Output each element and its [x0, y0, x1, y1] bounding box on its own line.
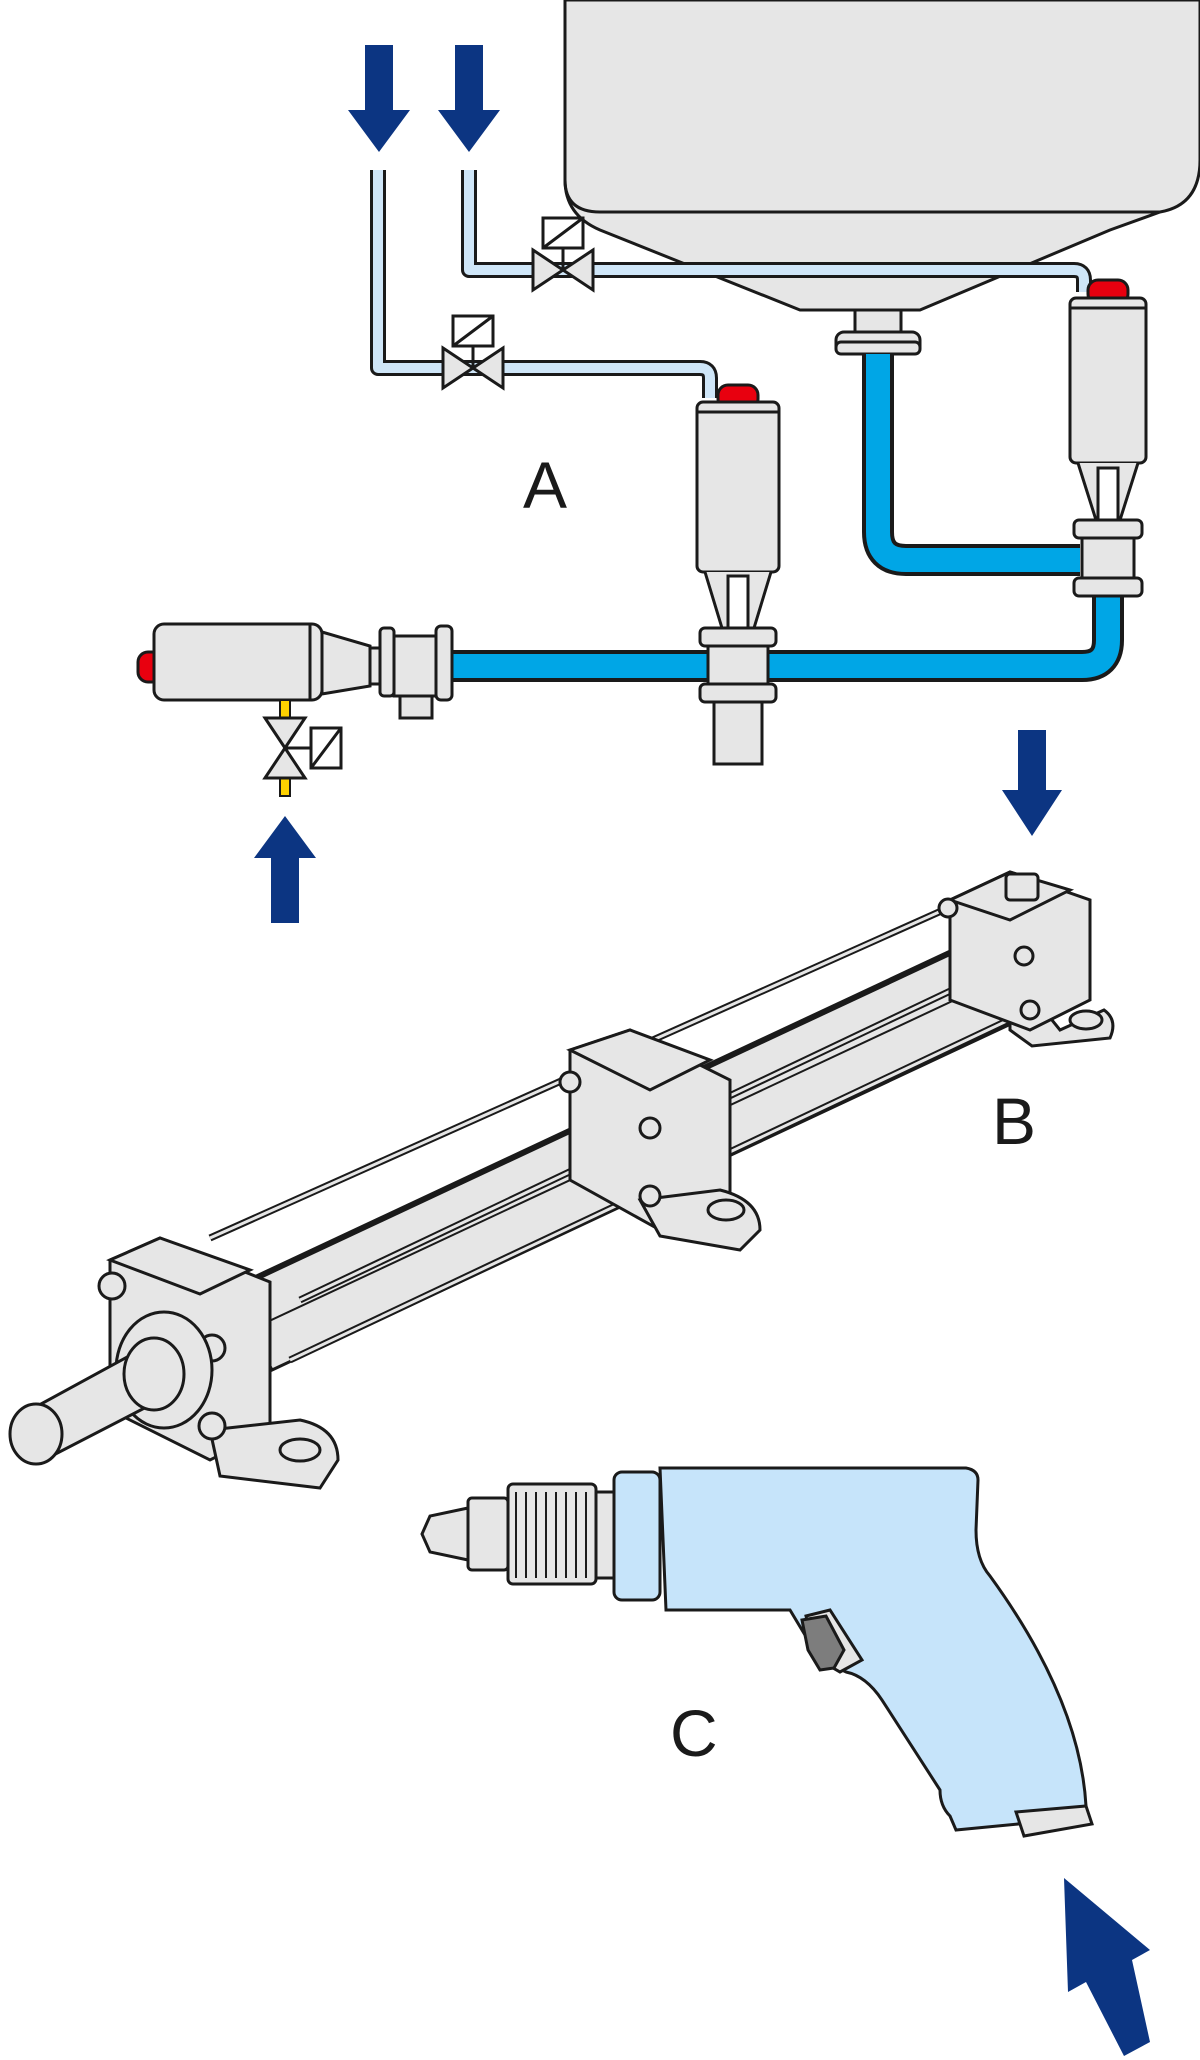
arrow-icon: [438, 45, 500, 152]
arrow-icon: [1002, 730, 1062, 836]
air-drill-icon: [420, 1466, 1094, 1838]
solenoid-valve-icon: [441, 314, 505, 391]
air-line-2: [461, 170, 1092, 292]
label-a: A: [523, 448, 567, 522]
arrow-icon: [348, 45, 410, 152]
solenoid-valve-icon: [262, 716, 343, 780]
label-b: B: [992, 1084, 1036, 1158]
valve-center: [695, 383, 781, 766]
process-line-lower: [448, 595, 1124, 682]
valve-right: [1068, 278, 1148, 598]
solenoid-valve-icon: [531, 216, 595, 293]
air-line-1: [370, 170, 718, 398]
arrow-icon: [254, 816, 316, 923]
cylinder-icon: [8, 870, 1115, 1490]
cylinder-center-mount: [558, 1028, 762, 1252]
cylinder-rear-cap: [937, 870, 1115, 1048]
section-a: A: [136, 0, 1200, 797]
actuator-icon: [136, 622, 454, 797]
label-c: C: [670, 1696, 718, 1770]
cylinder-front-cap: [8, 1236, 340, 1490]
arrow-icon: [1064, 1878, 1150, 2056]
process-line-upper: [862, 354, 1080, 576]
